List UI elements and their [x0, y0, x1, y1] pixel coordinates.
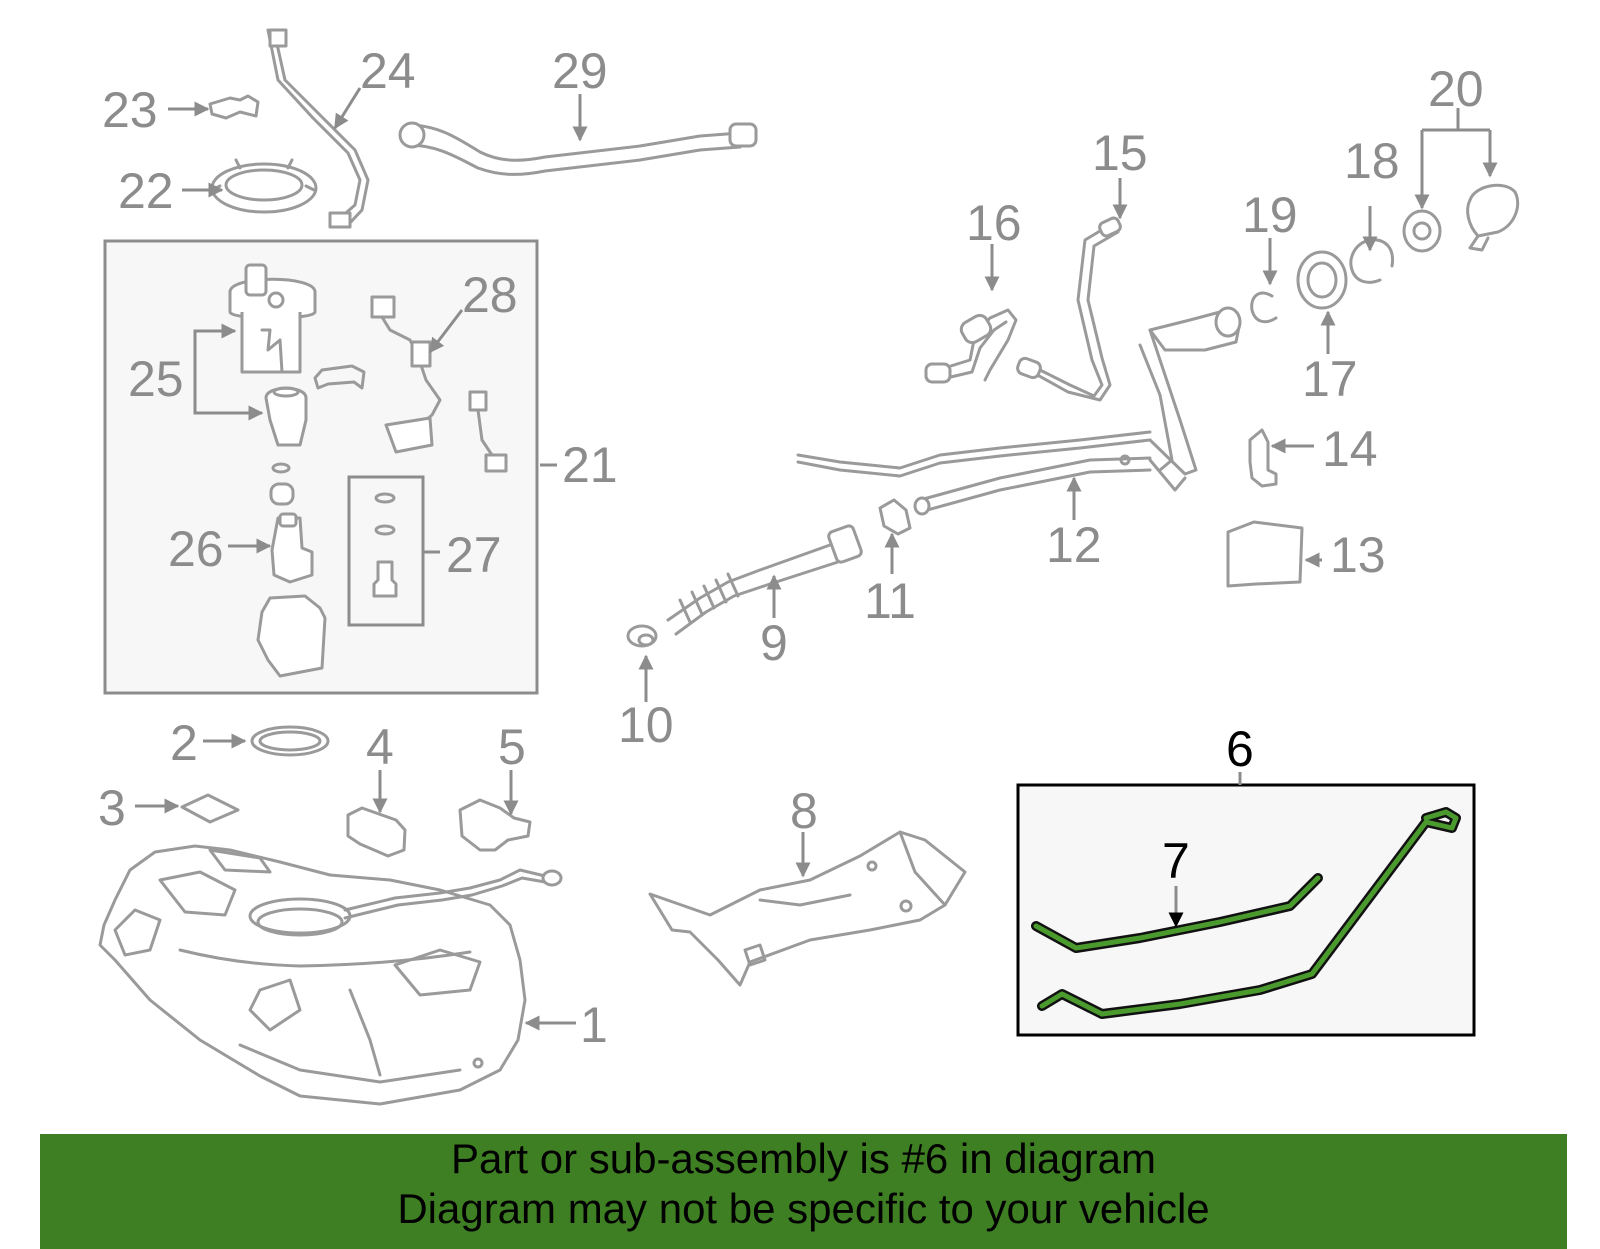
- part-26-fuel-pump[interactable]: [269, 462, 314, 584]
- label-21: 21: [562, 437, 618, 493]
- part-4-clip[interactable]: [346, 806, 407, 858]
- label-24: 24: [360, 43, 416, 99]
- part-23-clip[interactable]: [208, 94, 260, 120]
- part-20-gasket[interactable]: [1402, 209, 1442, 253]
- part-29-vent-hose[interactable]: [398, 121, 758, 176]
- part-2-gasket[interactable]: [250, 725, 330, 757]
- label-28: 28: [462, 267, 518, 323]
- part-5-connector[interactable]: [458, 798, 532, 852]
- label-2: 2: [170, 715, 198, 771]
- part-15-breather-tube[interactable]: [1016, 216, 1122, 402]
- label-25: 25: [128, 351, 184, 407]
- label-23: 23: [102, 82, 158, 138]
- part-14-valve[interactable]: [1248, 428, 1278, 488]
- label-16: 16: [966, 195, 1022, 251]
- label-15: 15: [1092, 125, 1148, 181]
- label-12: 12: [1046, 517, 1102, 573]
- label-22: 22: [118, 163, 174, 219]
- part-25-bracket[interactable]: [313, 364, 366, 390]
- part-20-fuel-cap[interactable]: [1466, 183, 1520, 252]
- banner-line-1: Part or sub-assembly is #6 in diagram: [451, 1135, 1156, 1182]
- part-6-tank-strap-rear[interactable]: [1037, 807, 1461, 1019]
- label-20: 20: [1428, 61, 1484, 117]
- part-27-seal-kit[interactable]: [372, 492, 398, 598]
- part-3-pad[interactable]: [180, 793, 240, 824]
- label-13: 13: [1330, 527, 1386, 583]
- label-1: 1: [580, 997, 608, 1053]
- part-harness-connector[interactable]: [468, 390, 508, 473]
- label-3: 3: [98, 780, 126, 836]
- part-7-tank-strap-front[interactable]: [1031, 873, 1323, 953]
- part-25-pump-housing[interactable]: [228, 263, 317, 447]
- label-6: 6: [1226, 721, 1254, 777]
- label-18: 18: [1344, 133, 1400, 189]
- label-11: 11: [864, 573, 916, 629]
- label-7: 7: [1162, 833, 1190, 889]
- part-1-fuel-tank[interactable]: [98, 844, 563, 1106]
- label-10: 10: [618, 697, 674, 753]
- label-29: 29: [552, 43, 608, 99]
- label-4: 4: [366, 719, 394, 775]
- label-8: 8: [790, 783, 818, 839]
- part-19-clip-ring[interactable]: [1250, 291, 1278, 324]
- part-12-filler-pipe[interactable]: [796, 306, 1242, 516]
- part-filter-basket[interactable]: [256, 594, 327, 678]
- assembly-box-27: [347, 475, 425, 627]
- part-24-fuel-tube[interactable]: [266, 28, 370, 229]
- part-9-filler-hose[interactable]: [666, 524, 863, 636]
- banner-line-2: Diagram may not be specific to your vehi…: [397, 1185, 1210, 1232]
- label-17: 17: [1302, 351, 1358, 407]
- label-26: 26: [168, 521, 224, 577]
- part-8-heat-insulator[interactable]: [648, 830, 967, 987]
- part-28-wire-harness[interactable]: [370, 295, 442, 454]
- label-14: 14: [1322, 421, 1378, 477]
- notice-banner: Part or sub-assembly is #6 in diagram Di…: [40, 1134, 1567, 1249]
- leader-lines: [135, 87, 1498, 1031]
- part-17-seal[interactable]: [1296, 250, 1348, 310]
- part-11-clamp[interactable]: [878, 498, 912, 536]
- label-19: 19: [1242, 187, 1298, 243]
- label-27: 27: [446, 527, 502, 583]
- part-16-hose[interactable]: [924, 308, 1018, 384]
- label-9: 9: [760, 615, 788, 671]
- part-18-snap-ring[interactable]: [1349, 238, 1395, 284]
- part-13-bracket[interactable]: [1226, 520, 1304, 588]
- part-10-hose-clamp[interactable]: [626, 624, 658, 648]
- part-22-retainer-ring[interactable]: [210, 158, 318, 214]
- label-5: 5: [498, 719, 526, 775]
